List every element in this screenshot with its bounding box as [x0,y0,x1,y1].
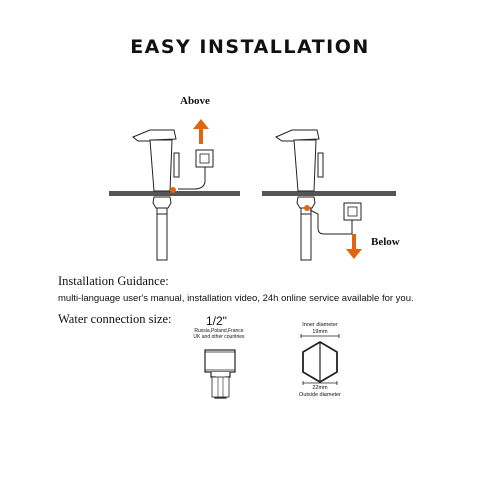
faucet-above-diagram [109,119,240,261]
faucet-below-diagram [262,129,396,261]
up-arrow-shaft [199,128,203,144]
down-arrow-shaft [352,234,356,250]
mount-nut-right [296,196,316,209]
mount-nut-left [152,196,172,209]
handle-left [173,152,180,178]
label-above: Above [180,95,210,107]
cable-left [178,167,206,190]
water-connection-heading: Water connection size: [58,312,172,326]
fitting-drawing [204,349,236,399]
countertop-right [262,191,396,196]
connection-size: 1/2" [206,314,227,328]
page-title: EASY INSTALLATION [130,36,370,58]
down-arrow-icon [346,249,362,259]
inner-diameter-label: Inner diameter 19mm [290,322,350,336]
outer-diameter-title: Outside diameter [299,392,341,398]
countertop-left [109,191,240,196]
faucet-body-left [149,139,173,192]
countries-line-1: Russia,Poland,France [194,328,244,334]
outer-diameter-value: 22mm [312,385,328,391]
inner-diameter-value: 19mm [312,329,328,335]
outer-diameter-label: 22mm Outside diameter [290,385,350,399]
connector-right [304,205,310,211]
faucet-body-right [293,139,317,192]
countries-line-2: UK and other countries [193,334,245,340]
up-arrow-icon [193,119,209,129]
spout-left [132,129,177,142]
inner-diameter-title: Inner diameter [302,322,338,328]
hose-left [156,213,168,261]
guidance-heading: Installation Guidance: [58,274,169,288]
hexagon-drawing [300,334,340,385]
hose-right [300,213,312,261]
handle-right [317,152,324,178]
spout-right [274,129,320,142]
cable-right [309,209,353,235]
guidance-text: multi-language user's manual, installati… [58,293,414,304]
connector-left [170,187,176,193]
label-below: Below [371,236,400,248]
countries-label: Russia,Poland,France UK and other countr… [190,328,248,340]
